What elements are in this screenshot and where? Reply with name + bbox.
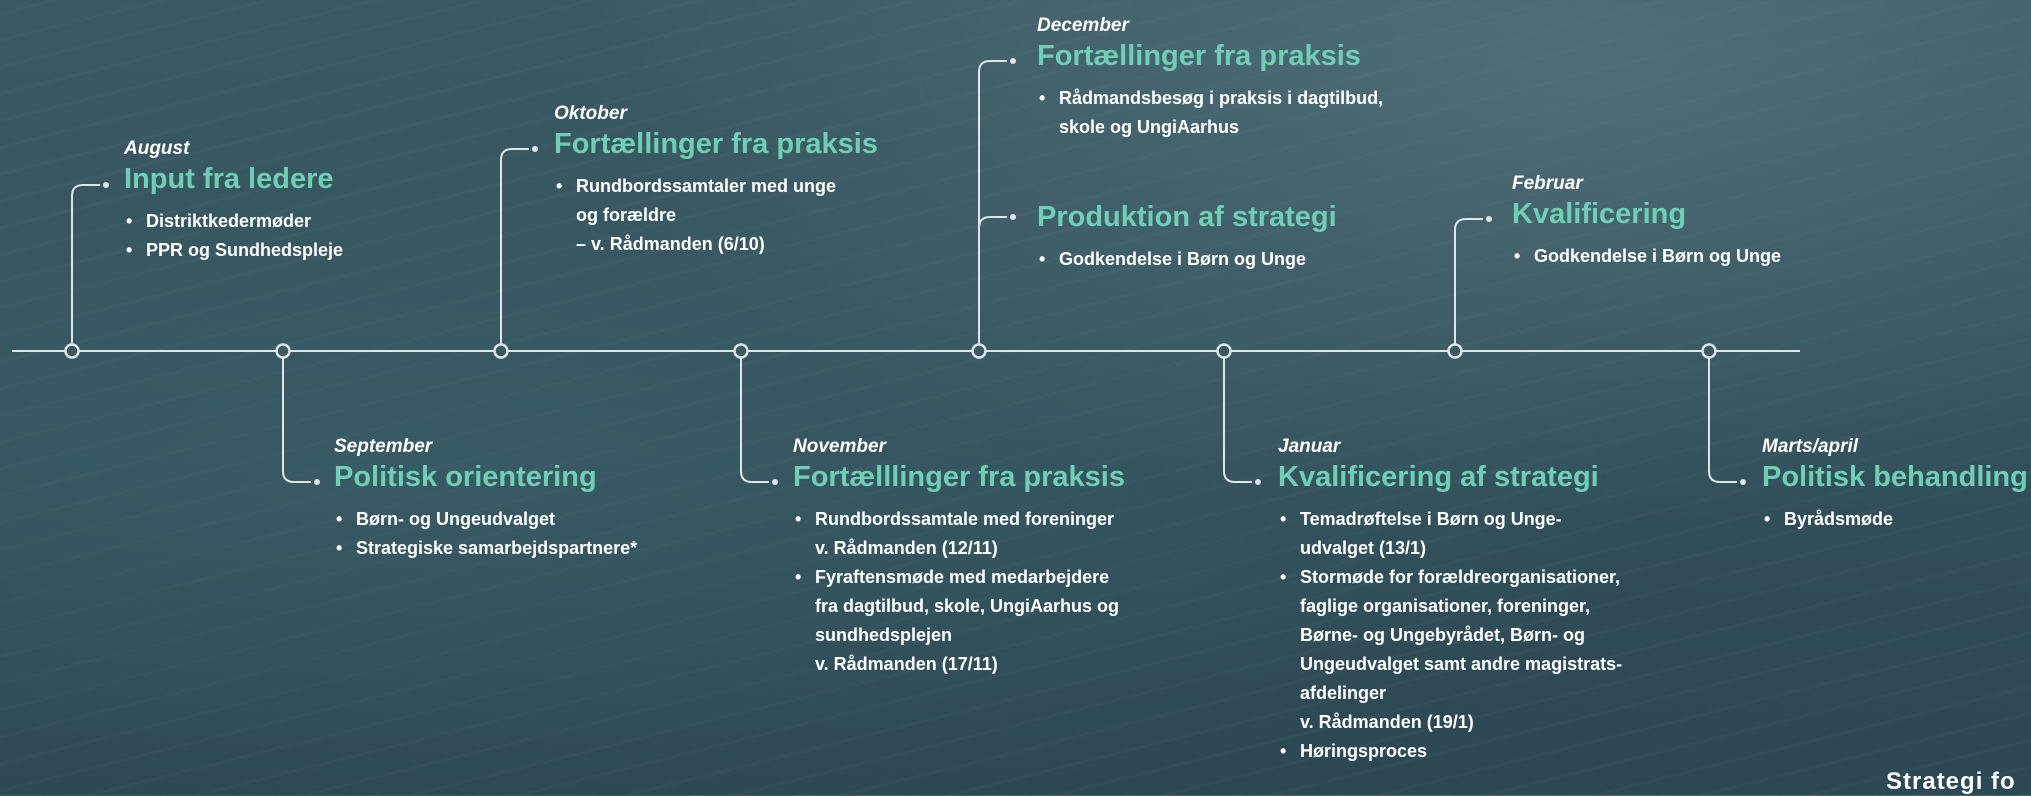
connector-produktion — [978, 216, 1007, 229]
bullet-item: PPR og Sundhedspleje — [124, 236, 343, 265]
timeline-node — [1447, 343, 1463, 359]
bullet-list: Temadrøftelse i Børn og Unge- udvalget (… — [1278, 505, 1622, 766]
bullet-item: Strategiske samarbejdspartnere* — [334, 534, 637, 563]
month-label: Januar — [1278, 436, 1341, 457]
month-label: Oktober — [554, 103, 627, 124]
month-label: Marts/april — [1762, 436, 1859, 457]
timeline-node — [733, 343, 749, 359]
item-title: Fortællinger fra praksis — [1037, 40, 1361, 72]
connector-februar — [1454, 218, 1483, 345]
bullet-item: Rundbordssamtaler med unge og forældre –… — [554, 172, 878, 259]
connector-september — [282, 357, 311, 483]
connector-december — [978, 60, 1007, 345]
bullet-item: Høringsproces — [1278, 737, 1622, 766]
timeline-item-november: November Fortælllinger fra praksis Rundb… — [793, 435, 1125, 679]
bullet-item: Stormøde for forældreorganisationer, fag… — [1278, 563, 1622, 737]
timeline-item-august: August Input fra ledere Distriktkedermød… — [124, 137, 343, 265]
connector-oktober — [500, 148, 529, 345]
timeline-item-januar: Januar Kvalificering af strategi Temadrø… — [1278, 435, 1622, 766]
bullet-list: Rundbordssamtale med foreninger v. Rådma… — [793, 505, 1125, 679]
month-label: September — [334, 436, 433, 457]
item-title: Kvalificering af strategi — [1278, 461, 1599, 493]
timeline-node — [971, 343, 987, 359]
connector-november — [740, 357, 769, 483]
item-title: Politisk orientering — [334, 461, 597, 493]
bullet-item: Rundbordssamtale med foreninger v. Rådma… — [793, 505, 1125, 563]
month-label: Februar — [1512, 173, 1583, 194]
connector-marts-april — [1708, 357, 1737, 483]
connector-august — [71, 184, 100, 345]
bullet-list: Børn- og Ungeudvalget Strategiske samarb… — [334, 505, 637, 563]
bullet-list: Byrådsmøde — [1762, 505, 2028, 534]
bullet-list: Godkendelse i Børn og Unge — [1037, 245, 1337, 274]
bullet-item: Godkendelse i Børn og Unge — [1037, 245, 1337, 274]
bullet-item: Fyraftensmøde med medarbejdere fra dagti… — [793, 563, 1125, 679]
month-label: August — [124, 138, 190, 159]
bullet-item: Distriktkedermøder — [124, 207, 343, 236]
timeline-node — [64, 343, 80, 359]
item-title: Fortællinger fra praksis — [554, 128, 878, 160]
footer-title: Strategi fo — [1886, 768, 2016, 795]
bullet-item: Byrådsmøde — [1762, 505, 2028, 534]
item-title: Produktion af strategi — [1037, 201, 1337, 233]
timeline-item-december: December Fortællinger fra praksis Rådman… — [1037, 14, 1383, 142]
timeline-item-produktion: Produktion af strategi Godkendelse i Bør… — [1037, 199, 1337, 274]
item-title: Input fra ledere — [124, 163, 334, 195]
item-title: Fortælllinger fra praksis — [793, 461, 1125, 493]
timeline-node — [493, 343, 509, 359]
timeline-node — [1701, 343, 1717, 359]
timeline-node — [1216, 343, 1232, 359]
timeline-item-september: September Politisk orientering Børn- og … — [334, 435, 637, 563]
item-title: Kvalificering — [1512, 198, 1687, 230]
month-label: December — [1037, 15, 1129, 36]
bullet-item: Temadrøftelse i Børn og Unge- udvalget (… — [1278, 505, 1622, 563]
bullet-list: Rådmandsbesøg i praksis i dagtilbud, sko… — [1037, 84, 1383, 142]
bullet-list: Rundbordssamtaler med unge og forældre –… — [554, 172, 878, 259]
bullet-item: Rådmandsbesøg i praksis i dagtilbud, sko… — [1037, 84, 1383, 142]
bullet-item: Godkendelse i Børn og Unge — [1512, 242, 1781, 271]
month-label: November — [793, 436, 886, 457]
bullet-list: Godkendelse i Børn og Unge — [1512, 242, 1781, 271]
connector-januar — [1223, 357, 1252, 483]
timeline-node — [275, 343, 291, 359]
item-title: Politisk behandling — [1762, 461, 2028, 493]
bullet-list: Distriktkedermøder PPR og Sundhedspleje — [124, 207, 343, 265]
timeline-item-februar: Februar Kvalificering Godkendelse i Børn… — [1512, 172, 1781, 271]
bullet-item: Børn- og Ungeudvalget — [334, 505, 637, 534]
timeline-item-marts-april: Marts/april Politisk behandling Byrådsmø… — [1762, 435, 2028, 534]
timeline-item-oktober: Oktober Fortællinger fra praksis Rundbor… — [554, 102, 878, 259]
